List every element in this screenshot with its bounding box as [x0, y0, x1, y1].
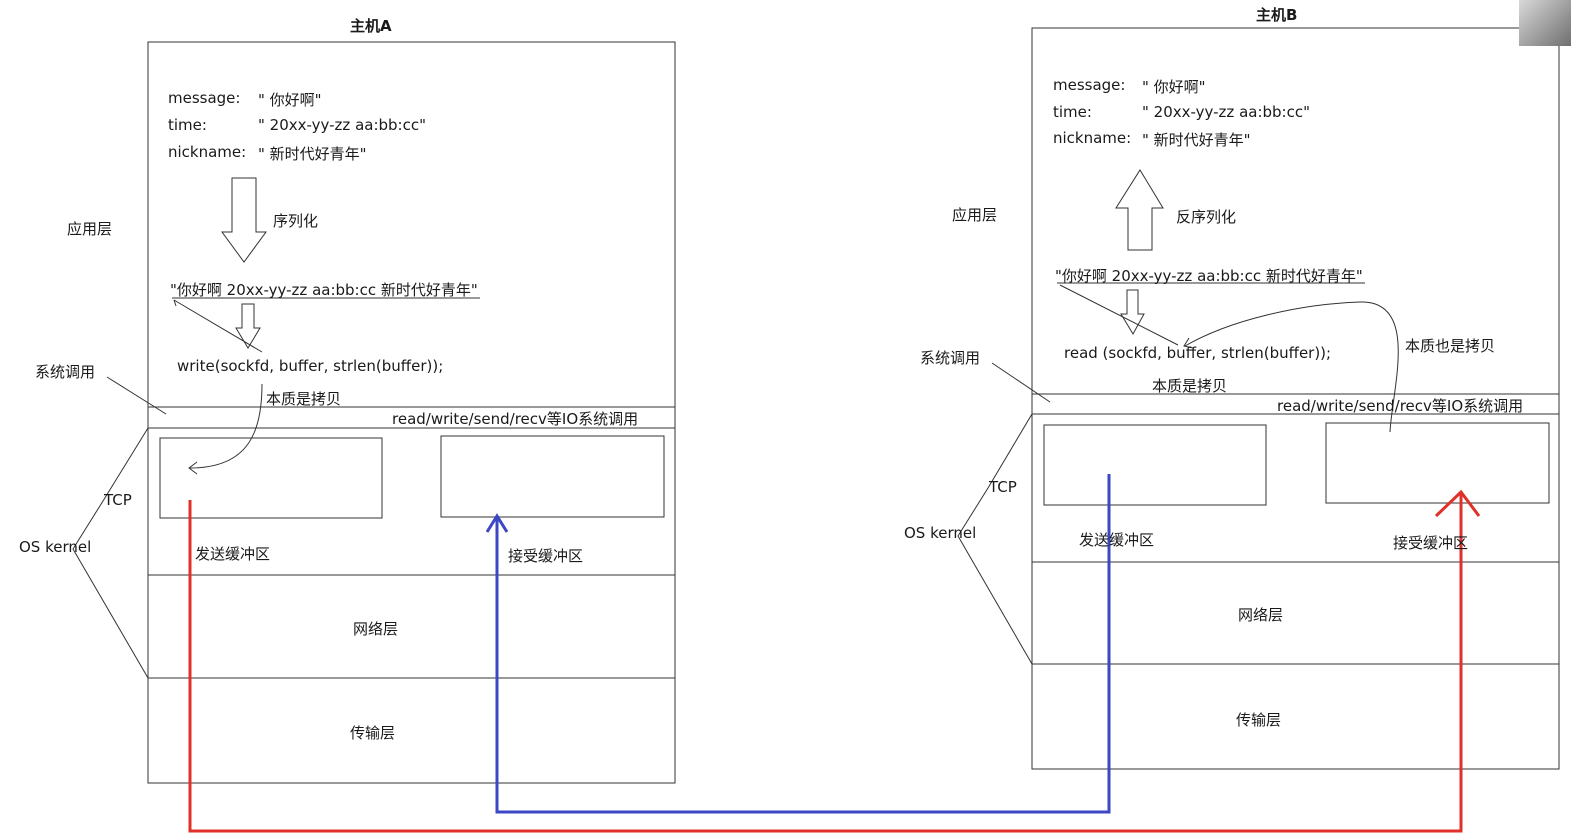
host-b-network-layer: 网络层	[1238, 606, 1284, 624]
host-b-recv-buffer-label: 接受缓冲区	[1393, 534, 1469, 552]
host-a-time-key: time:	[168, 116, 207, 134]
host-b-send-buffer-box	[1043, 424, 1267, 506]
host-a-recv-buffer-label: 接受缓冲区	[508, 547, 584, 565]
host-a-message-key: message:	[168, 89, 241, 107]
host-b-transport-layer: 传输层	[1236, 711, 1282, 729]
host-b-essence-also-label: 本质也是拷贝	[1405, 337, 1496, 355]
host-a-title: 主机A	[350, 17, 392, 35]
host-b-time-key: time:	[1053, 103, 1092, 121]
host-b-nickname-val: " 新时代好青年"	[1142, 131, 1251, 149]
host-a-app-layer: 应用层	[67, 220, 113, 238]
host-a-io-syscalls: read/write/send/recv等IO系统调用	[392, 410, 639, 428]
host-b-nickname-key: nickname:	[1053, 129, 1132, 147]
host-a-network-layer: 网络层	[353, 620, 399, 638]
host-b-send-buffer-label: 发送缓冲区	[1079, 531, 1155, 549]
host-a-message-val: " 你好啊"	[258, 91, 322, 109]
host-b-message-key: message:	[1053, 76, 1126, 94]
host-a-send-buffer-box	[159, 437, 383, 519]
host-b-app-layer: 应用层	[952, 206, 998, 224]
host-b-deserialize-label: 反序列化	[1176, 208, 1237, 226]
host-a-nickname-key: nickname:	[168, 143, 247, 161]
host-a-nickname-val: " 新时代好青年"	[258, 145, 367, 163]
host-a-write-call: write(sockfd, buffer, strlen(buffer));	[177, 357, 444, 375]
host-a-serialize-label: 序列化	[273, 212, 319, 230]
host-b-read-call: read (sockfd, buffer, strlen(buffer));	[1064, 344, 1332, 362]
host-b-syscall-label: 系统调用	[920, 349, 981, 367]
host-a-syscall-label: 系统调用	[35, 363, 96, 381]
host-a-serialized-string: "你好啊 20xx-yy-zz aa:bb:cc 新时代好青年"	[170, 281, 478, 299]
host-b-recv-buffer-box	[1325, 422, 1550, 504]
host-a-send-buffer-label: 发送缓冲区	[195, 545, 271, 563]
red-data-path	[188, 489, 1481, 833]
host-b-io-syscalls: read/write/send/recv等IO系统调用	[1277, 397, 1524, 415]
host-b-tcp-label: TCP	[989, 478, 1017, 496]
corner-thumbnail	[1519, 0, 1571, 46]
host-a-frame	[147, 41, 676, 784]
host-b-time-val: " 20xx-yy-zz aa:bb:cc"	[1142, 103, 1311, 121]
host-b-essence-label: 本质是拷贝	[1152, 377, 1228, 395]
host-a-time-val: " 20xx-yy-zz aa:bb:cc"	[258, 116, 427, 134]
host-b-title: 主机B	[1256, 6, 1298, 24]
host-a-tcp-label: TCP	[104, 491, 132, 509]
blue-data-path	[485, 474, 1111, 814]
host-a-transport-layer: 传输层	[350, 724, 396, 742]
host-b-os-kernel-label: OS kernel	[904, 524, 977, 542]
host-a-recv-buffer-box	[440, 435, 665, 518]
host-a-essence-label: 本质是拷贝	[266, 390, 342, 408]
host-a-os-kernel-label: OS kernel	[19, 538, 92, 556]
host-b-message-val: " 你好啊"	[1142, 78, 1206, 96]
host-b-serialized-string: "你好啊 20xx-yy-zz aa:bb:cc 新时代好青年"	[1055, 267, 1363, 285]
host-b-frame	[1031, 27, 1560, 770]
